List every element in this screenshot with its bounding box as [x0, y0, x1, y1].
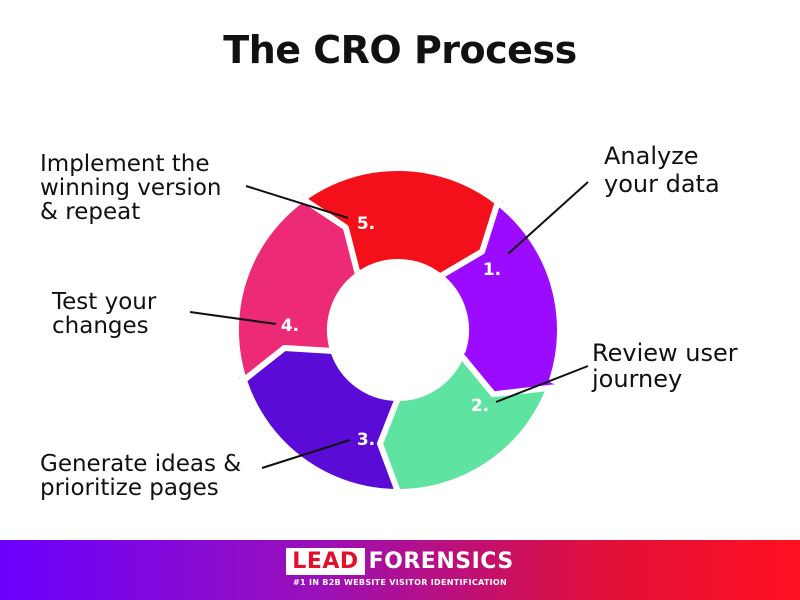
step-2-label: Review user journey [592, 339, 738, 393]
step-1-number: 1. [483, 260, 501, 280]
step-4-leader-line [189, 311, 277, 325]
cro-cycle-diagram: 1. 2. 3. 4. 5. [189, 168, 589, 510]
step-5-label: Implement the winning version & repeat [40, 151, 222, 225]
step-2-leader-line [495, 365, 589, 403]
step-2-number: 2. [471, 396, 489, 416]
step-5-leader-line [245, 185, 349, 219]
step-3-number: 3. [357, 430, 375, 450]
logo-tagline: #1 IN B2B WEBSITE VISITOR IDENTIFICATION [292, 578, 508, 587]
step-3-label: Generate ideas & prioritize pages [40, 451, 242, 501]
logo-forensics: FORENSICS [368, 549, 514, 574]
step-5-number: 5. [357, 214, 375, 234]
step-1-leader-line [507, 181, 589, 255]
logo-lead: LEAD [286, 548, 365, 575]
step-4-label: Test your changes [52, 289, 157, 339]
step-3-leader-line [261, 439, 351, 469]
step-4-number: 4. [281, 316, 299, 336]
step-1-label: Analyze your data [604, 142, 720, 198]
page-title: The CRO Process [223, 28, 577, 72]
